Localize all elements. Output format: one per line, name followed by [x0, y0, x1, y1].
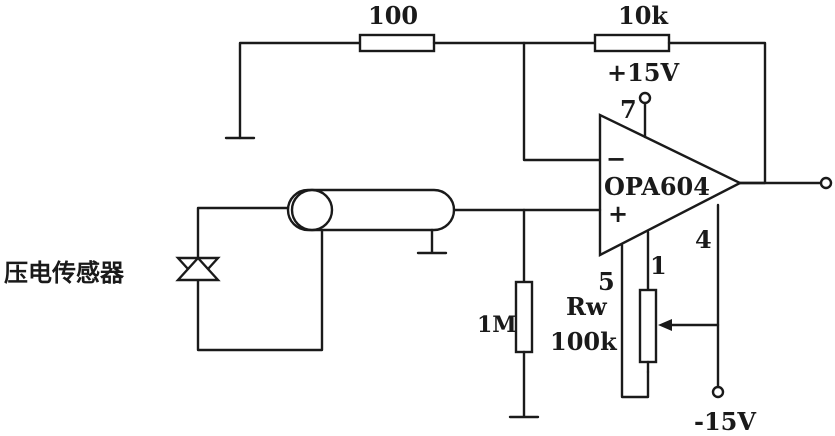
- bias-resistor: 1M: [477, 208, 540, 419]
- inverting-input-wire: [522, 41, 602, 162]
- label-rw: Rw: [566, 292, 608, 321]
- label-rw-value: 100k: [550, 327, 618, 356]
- label-10k: 10k: [618, 1, 669, 30]
- label-vminus: -15V: [694, 407, 756, 436]
- label-pin4: 4: [695, 225, 712, 254]
- label-vplus: +15V: [607, 58, 680, 87]
- vminus-terminal: [711, 385, 725, 399]
- opamp-opa604: − + OPA604: [598, 113, 833, 257]
- opamp-triangle: [598, 113, 743, 257]
- minus-sign: −: [606, 144, 626, 173]
- pin4-wire: [670, 203, 720, 327]
- vplus-terminal: [638, 91, 652, 105]
- potentiometer-rw: [638, 288, 658, 364]
- output-terminal: [819, 176, 833, 190]
- offset-trim: -15V 5 1 4 Rw 100k: [550, 203, 756, 436]
- pin5-wire: [620, 243, 650, 399]
- label-sensor: 压电传感器: [4, 259, 125, 287]
- label-100: 100: [368, 1, 418, 30]
- resistor-1m: [514, 280, 534, 354]
- resistor-100: [358, 33, 436, 53]
- piezo-symbol-up: [175, 256, 221, 282]
- sensor-input: 压电传感器: [4, 188, 602, 352]
- wiper-arrow: [658, 319, 672, 331]
- plus-sign: +: [608, 199, 628, 228]
- label-1m: 1M: [477, 312, 517, 338]
- opamp-label: OPA604: [604, 172, 710, 201]
- label-pin1: 1: [650, 251, 667, 280]
- sensor-loop-wire: [196, 206, 324, 352]
- label-pin5: 5: [598, 267, 615, 296]
- cable-end-circle: [290, 188, 334, 232]
- input-resistor-ground-wire: [238, 41, 362, 140]
- resistor-10k: [593, 33, 671, 53]
- supply-positive: +15V 7: [607, 58, 680, 139]
- feedback-network: 100 10k: [224, 1, 767, 185]
- label-pin7: 7: [620, 95, 637, 124]
